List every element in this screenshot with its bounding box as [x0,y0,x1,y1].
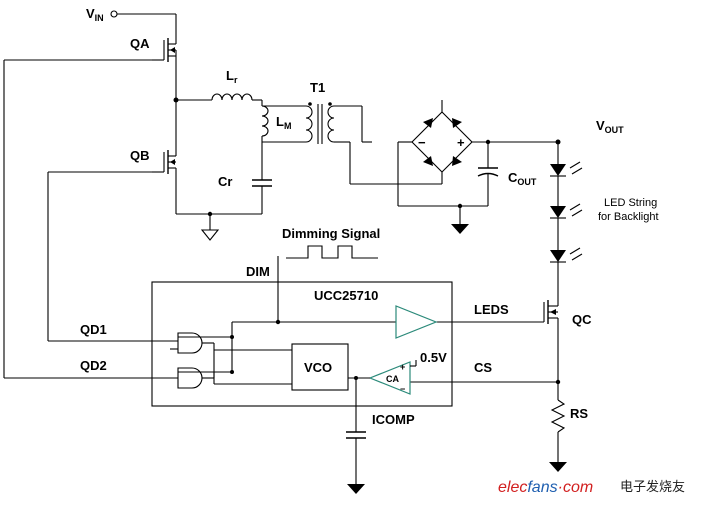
leds-label: LEDS [474,302,509,317]
ca-label: CA [386,374,399,384]
ucc25710-label: UCC25710 [314,288,378,303]
qd1-gate-wire [47,171,178,342]
lm-label: LM [276,114,291,131]
dim-label: DIM [246,264,270,279]
rs-label: RS [570,406,588,421]
dimming-signal-waveform [286,245,378,259]
vco-label: VCO [304,360,332,375]
qb-label: QB [130,148,150,163]
elecfans-watermark: elecfans·com 电子发烧友 [498,479,685,496]
ground-secondary [451,203,469,234]
lr-label: Lr [226,68,238,85]
vco-block [291,343,349,391]
qa-label: QA [130,36,150,51]
qd2-label: QD2 [80,358,107,373]
mosfet-qb [152,100,177,214]
cout-label: COUT [508,170,537,187]
cs-label: CS [474,360,492,375]
and-gate-qd1 [170,332,215,366]
elecfans-logo: elecfans·com [498,479,593,496]
qc-label: QC [572,312,592,327]
inductor-lm [261,100,269,142]
icomp-label: ICOMP [372,412,415,427]
led-string-label-line2: for Backlight [598,211,659,223]
t1-label: T1 [310,80,325,95]
resistor-rs [549,382,567,472]
vin-terminal [110,10,177,38]
led-string [550,142,583,296]
qd1-label: QD1 [80,322,107,337]
qd2-gate-wire [3,59,178,379]
current-amplifier-ca [368,361,411,395]
ca-minus: − [400,384,405,394]
ref-05v-label: 0.5V [420,350,447,365]
capacitor-cout [477,139,499,206]
bridge-plus: + [457,135,465,150]
vin-label: VIN [86,6,104,23]
mosfet-qa [152,38,177,100]
and-gate-qd2 [177,367,215,389]
inductor-lr [211,93,253,101]
bridge-minus: − [418,135,426,150]
capacitor-cr [252,142,272,214]
transformer-t1 [262,102,335,144]
leds-driver-amplifier [395,305,438,339]
elecfans-chinese-text: 电子发烧友 [620,479,685,495]
led-string-label-line1: LED String [604,197,657,209]
ground-primary [200,214,220,241]
bridge-rectifier: − + [411,111,473,173]
vout-label: VOUT [596,118,624,135]
mosfet-qc [436,296,559,382]
cr-label: Cr [218,174,232,189]
ucc25710-ic-box [151,281,453,407]
ca-plus: + [400,362,405,372]
capacitor-icomp [346,378,366,494]
dimming-signal-label: Dimming Signal [282,226,380,241]
